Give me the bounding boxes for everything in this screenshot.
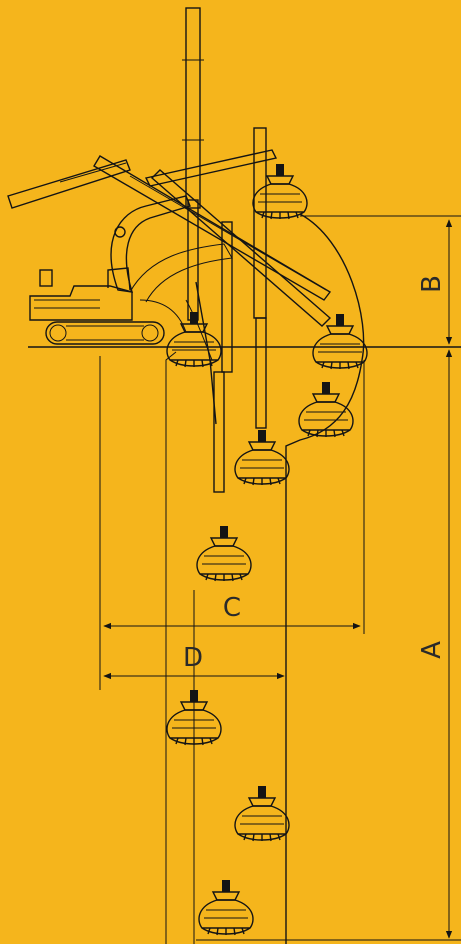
reach-envelope: [285, 213, 365, 944]
excavator-icon: [29, 267, 165, 345]
telescopic-arm-icon: [7, 7, 332, 493]
dimension-b: B: [300, 215, 461, 345]
dimension-c: C: [99, 356, 365, 690]
dimension-b-label: B: [417, 275, 447, 293]
dimension-d-label: D: [183, 643, 203, 673]
clamshell-bucket-icon: [166, 163, 368, 936]
dimension-c-label: C: [223, 593, 241, 623]
dimension-a-label: A: [417, 641, 447, 659]
dimension-d: D: [103, 643, 285, 680]
dimension-a: A: [196, 346, 461, 941]
